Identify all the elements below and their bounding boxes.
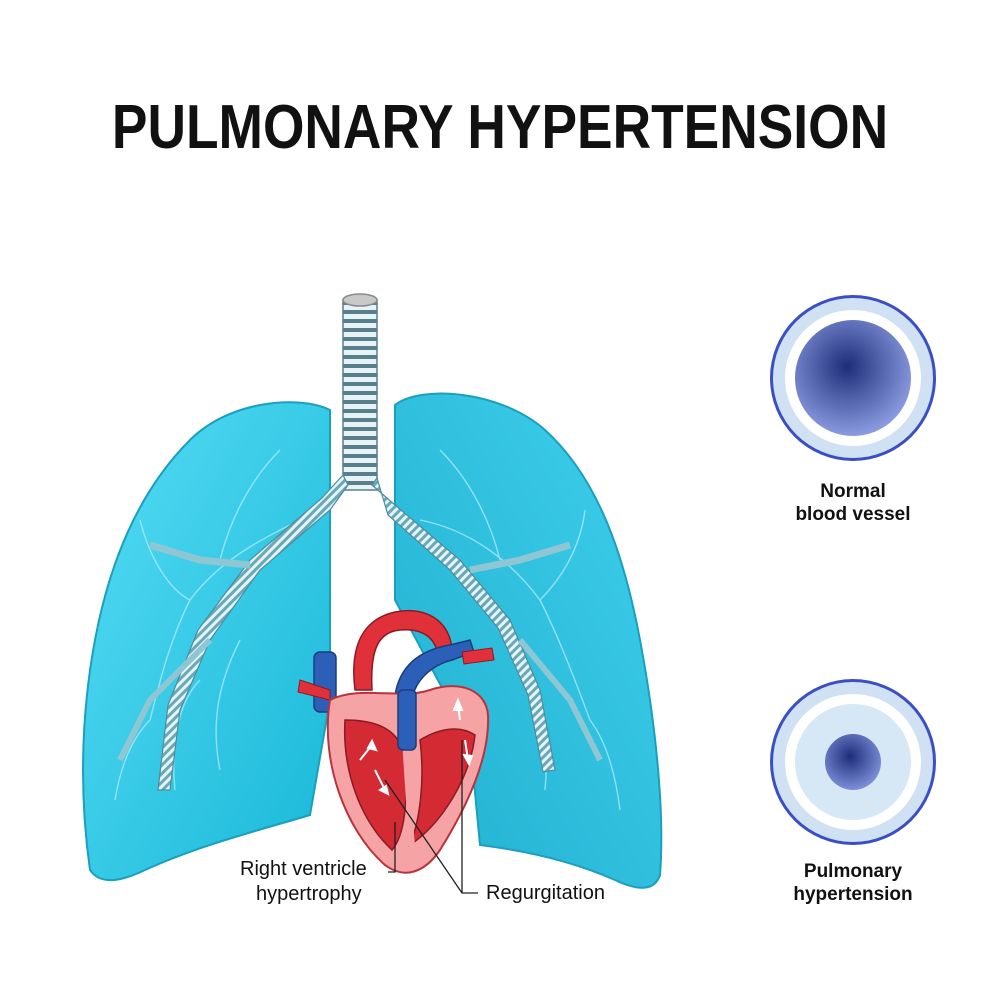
rv-label-line1: Right ventricle (240, 858, 367, 881)
trachea-top (343, 294, 377, 306)
normal-vessel-label-line2: blood vessel (753, 503, 953, 526)
rv-label-line2: hypertrophy (256, 883, 362, 906)
normal-vessel-label-line1: Normal (753, 480, 953, 503)
pulmonary-hypertension-vessel-icon (770, 679, 936, 845)
right-ventricle (345, 720, 406, 850)
normal-vessel-icon (770, 295, 936, 461)
hypertension-vessel-label: Pulmonary hypertension (753, 860, 953, 906)
regurgitation-label: Regurgitation (486, 882, 605, 905)
hypertension-vessel-label-line2: hypertension (753, 883, 953, 906)
trachea (343, 300, 377, 490)
normal-vessel-label: Normal blood vessel (753, 480, 953, 526)
hypertension-vessel-label-line1: Pulmonary (753, 860, 953, 883)
